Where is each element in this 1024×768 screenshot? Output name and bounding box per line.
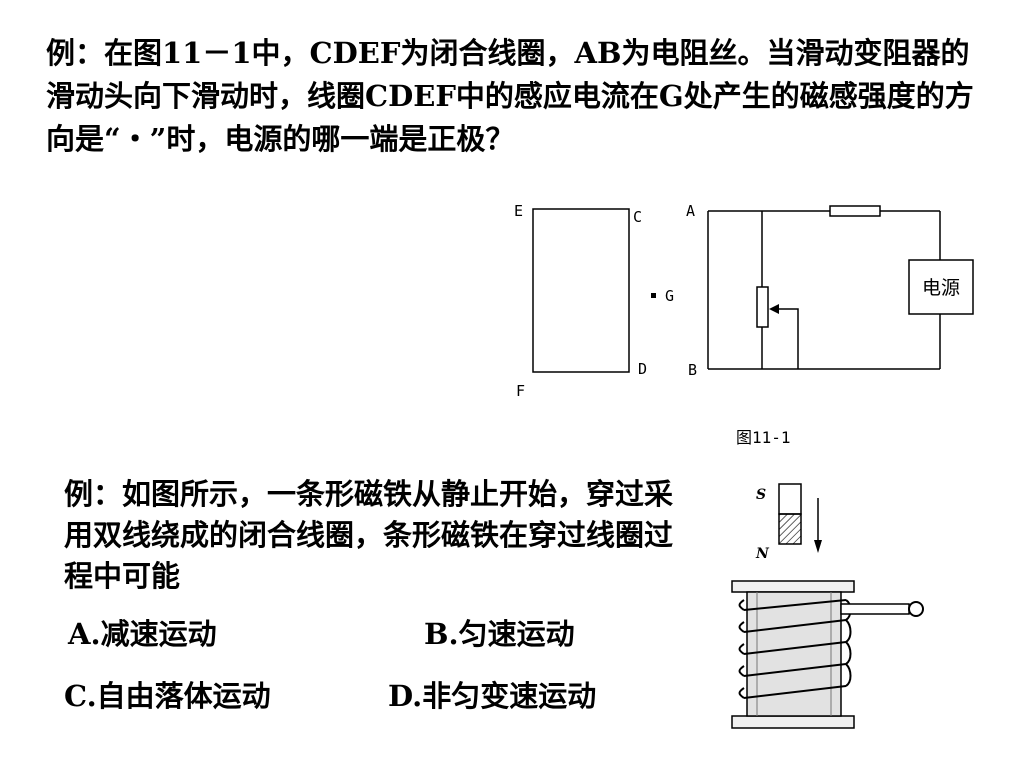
motion-arrow-head	[814, 540, 822, 553]
coil-label-d: D	[638, 360, 647, 378]
circuit-wires	[707, 210, 941, 370]
option-a: A.减速运动	[68, 617, 217, 651]
option-b: B.匀速运动	[424, 617, 575, 651]
circuit-label-a: A	[686, 202, 695, 220]
question-2-text: 例：如图所示，一条形磁铁从静止开始，穿过采用双线绕成的闭合线圈，条形磁铁在穿过线…	[64, 477, 674, 593]
coil-label-f: F	[516, 382, 525, 400]
coil-core	[746, 591, 842, 717]
figure-magnet-coil: S N	[731, 483, 924, 729]
power-source-label: 电源	[922, 277, 960, 299]
magnet-label-n: N	[755, 546, 770, 562]
coil-windings	[738, 599, 852, 699]
circuit-label-b: B	[688, 361, 697, 379]
figure-caption: 图11-1	[736, 428, 791, 447]
point-g-dot	[651, 293, 656, 298]
coil-label-e: E	[514, 202, 523, 220]
point-g-label: G	[665, 287, 674, 305]
magnet-south-half	[778, 483, 802, 515]
magnet-north-half	[778, 513, 802, 545]
question-1-text: 例：在图11－1中，CDEF为闭合线圈，AB为电阻丝。当滑动变阻器的滑动头向下滑…	[46, 36, 974, 156]
coil-top-flange	[731, 580, 855, 593]
rheostat	[756, 286, 769, 328]
option-d: D.非匀变速运动	[388, 679, 597, 713]
coil-cdef	[532, 208, 630, 373]
option-c: C.自由落体运动	[64, 679, 271, 713]
coil-bottom-flange	[731, 715, 855, 729]
coil-label-c: C	[633, 208, 642, 226]
magnet-label-s: S	[756, 487, 766, 503]
coil-lead	[840, 603, 910, 615]
power-source-box	[908, 259, 974, 315]
fixed-resistor	[829, 205, 881, 217]
coil-lead-loop	[908, 601, 924, 617]
slider-arrow	[769, 304, 779, 314]
